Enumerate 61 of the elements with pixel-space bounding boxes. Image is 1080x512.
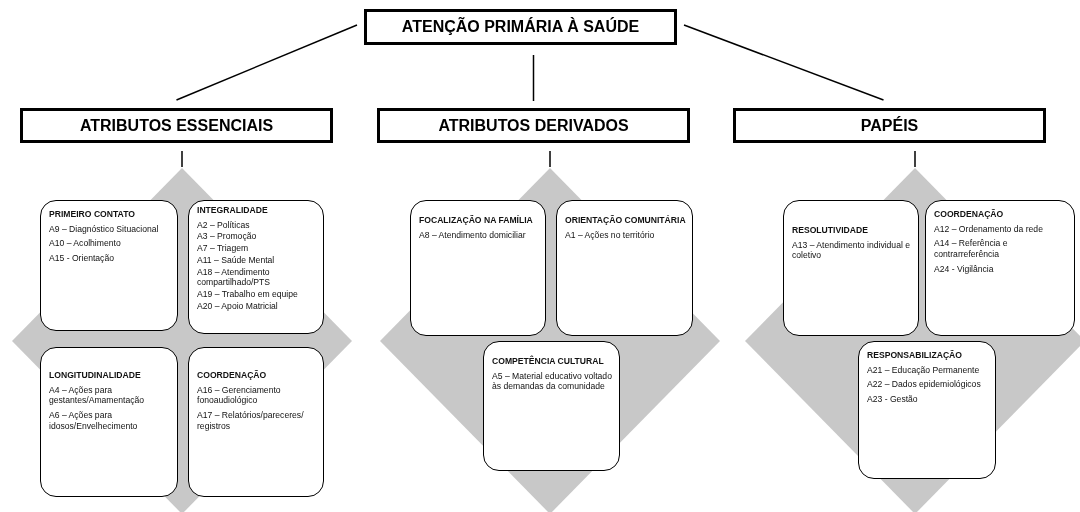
card-heading: COMPETÊNCIA CULTURAL [492,356,605,367]
action-item: A24 - Vigilância [934,263,995,275]
action-item: A22 – Dados epidemiológicos [867,379,982,391]
box-title: ATENÇÃO PRIMÁRIA À SAÚDE [401,18,640,36]
action-item: A19 – Trabalho em equipe [197,289,299,300]
box-title: PAPÉIS [860,116,919,135]
card-heading: INTEGRALIDADE [197,205,269,216]
action-item: A3 – Promoção [197,231,258,243]
action-item: A21 – Educação Permanente [867,364,981,376]
action-item: A11 – Saúde Mental [197,254,276,266]
action-item: A4 – Ações para gestantes/Amamentação [49,384,146,407]
attribute-card [556,200,693,336]
attribute-card [188,347,324,497]
action-item: A16 – Gerenciamento fonoaudiológico [197,384,282,407]
attribute-card [858,341,996,479]
attribute-card [410,200,546,336]
category-box [377,108,690,143]
card-heading: ORIENTAÇÃO COMUNITÁRIA [565,215,686,226]
box-title: ATRIBUTOS ESSENCIAIS [79,116,274,135]
category-box [20,108,333,143]
connector-line [175,24,358,101]
attribute-card [483,341,620,471]
card-heading: RESOLUTIVIDADE [792,225,869,236]
attribute-card [40,347,178,497]
title-box [364,9,677,45]
action-item: A14 – Referência e contrarreferência [934,238,1009,260]
box-title: ATRIBUTOS DERIVADOS [438,116,629,135]
card-heading: FOCALIZAÇÃO NA FAMÍLIA [419,215,534,226]
action-item: A15 - Orientação [49,253,115,264]
connector-line [532,54,535,102]
action-item: A6 – Ações para idosos/Envelhecimento [49,410,139,432]
attribute-card [925,200,1075,336]
action-item: A18 – Atendimento compartilhado/PTS [197,266,272,289]
action-item: A10 – Acolhimento [49,238,122,250]
connector-line [181,150,183,168]
connector-line [549,150,551,168]
attribute-card [40,200,178,331]
action-item: A20 – Apoio Matricial [197,300,279,312]
diamond-shape [380,168,720,512]
card-heading: RESPONSABILIZAÇÃO [867,350,963,361]
attribute-card [783,200,919,336]
connector-line [914,150,916,168]
card-heading: LONGITUDINALIDADE [49,370,142,381]
action-item: A9 – Diagnóstico Situacional [49,223,160,235]
action-item: A23 - Gestão [867,394,919,405]
action-item: A13 – Atendimento individual e coletivo [792,239,911,262]
action-item: A7 – Triagem [197,243,250,254]
attribute-card [188,200,324,334]
action-item: A17 – Relatórios/pareceres/ registros [197,410,305,432]
diamond-shape [745,168,1080,512]
card-heading: COORDENAÇÃO [934,209,1005,220]
card-heading: PRIMEIRO CONTATO [49,209,136,220]
card-heading: COORDENAÇÃO [197,370,268,381]
action-item: A2 – Políticas [197,219,251,231]
connector-line [683,24,885,101]
diamond-shape [12,168,352,512]
category-box [733,108,1046,143]
action-item: A5 – Material educativo voltado às demandas da comunidade [492,370,613,393]
action-item: A1 – Ações no território [565,229,656,241]
action-item: A8 – Atendimento domiciliar [419,229,527,241]
action-item: A12 – Ordenamento da rede [934,223,1044,235]
